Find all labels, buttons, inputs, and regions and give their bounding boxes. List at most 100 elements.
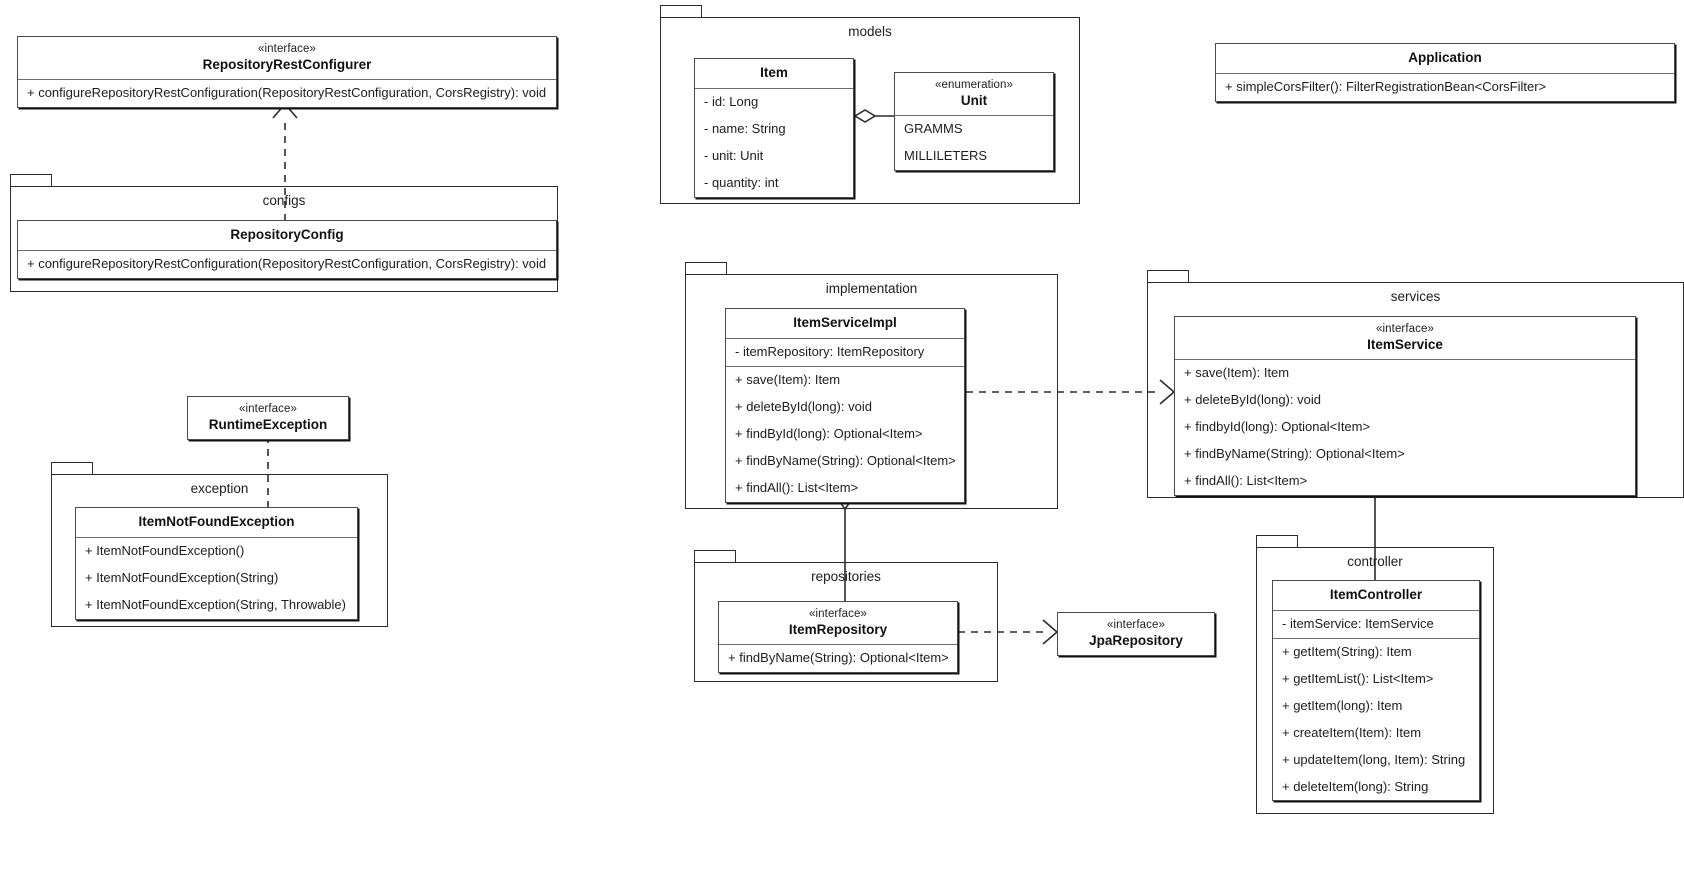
- package-tab-repositories: [694, 550, 736, 563]
- attribute-row: - name: String: [704, 120, 786, 136]
- class-name-label: ItemRepository: [788, 621, 888, 637]
- class-name-label: ItemNotFoundException: [138, 514, 295, 529]
- class-header-item: Item: [695, 59, 853, 89]
- package-label-implementation: implementation: [825, 281, 918, 296]
- stereotype-label: «interface»: [1376, 323, 1434, 335]
- class-jpa-repository[interactable]: «interface» JpaRepository: [1057, 612, 1215, 657]
- literals-compartment: GRAMMS MILLILETERS: [895, 116, 1053, 170]
- method-row: + configureRepositoryRestConfiguration(R…: [27, 255, 547, 271]
- package-implementation[interactable]: implementation: [685, 274, 1058, 509]
- class-header-jpa-repository: «interface» JpaRepository: [1058, 613, 1214, 655]
- method-row: + createItem(Item): Item: [1282, 724, 1422, 740]
- methods-compartment: + save(Item): Item + deleteById(long): v…: [1175, 360, 1635, 495]
- attribute-row: - id: Long: [704, 93, 759, 109]
- package-label-repositories: repositories: [811, 569, 881, 584]
- class-repository-config[interactable]: RepositoryConfig + configureRepositoryRe…: [17, 220, 557, 279]
- method-row: + getItem(String): Item: [1282, 643, 1412, 659]
- class-name-label: ItemService: [1367, 336, 1443, 352]
- method-row: + deleteById(long): void: [1184, 392, 1321, 408]
- method-row: + deleteItem(long): String: [1282, 778, 1429, 794]
- attribute-row: - unit: Unit: [704, 147, 764, 163]
- method-row: + findByName(String): Optional<Item>: [728, 650, 949, 666]
- package-label-configs: configs: [262, 193, 306, 208]
- method-row: + save(Item): Item: [735, 371, 841, 387]
- class-name-label: ItemServiceImpl: [793, 315, 897, 330]
- stereotype-label: «interface»: [239, 403, 297, 415]
- package-tab-models: [660, 5, 702, 18]
- class-runtime-exception[interactable]: «interface» RuntimeException: [187, 396, 349, 441]
- class-header-item-service-impl: ItemServiceImpl: [726, 309, 964, 339]
- class-item-service[interactable]: «interface» ItemService + save(Item): It…: [1174, 316, 1636, 497]
- methods-compartment: + simpleCorsFilter(): FilterRegistration…: [1216, 74, 1674, 101]
- method-row: + getItem(long): Item: [1282, 697, 1403, 713]
- methods-compartment: + save(Item): Item + deleteById(long): v…: [726, 365, 964, 502]
- class-item-not-found-exception[interactable]: ItemNotFoundException + ItemNotFoundExce…: [75, 507, 358, 620]
- class-item-controller[interactable]: ItemController - itemService: ItemServic…: [1272, 580, 1480, 802]
- class-item-service-impl[interactable]: ItemServiceImpl - itemRepository: ItemRe…: [725, 308, 965, 503]
- class-header-runtime-exception: «interface» RuntimeException: [188, 397, 348, 439]
- method-row: + simpleCorsFilter(): FilterRegistration…: [1225, 78, 1547, 94]
- method-row: + findByName(String): Optional<Item>: [1184, 446, 1405, 462]
- class-header-repository-config: RepositoryConfig: [18, 221, 556, 251]
- class-item[interactable]: Item - id: Long - name: String - unit: U…: [694, 58, 854, 198]
- class-unit-enumeration[interactable]: «enumeration» Unit GRAMMS MILLILETERS: [894, 72, 1054, 172]
- methods-compartment: + getItem(String): Item + getItemList():…: [1273, 637, 1479, 801]
- class-header-application: Application: [1216, 44, 1674, 74]
- method-row: + findAll(): List<Item>: [1184, 473, 1308, 489]
- package-tab-implementation: [685, 262, 727, 275]
- method-row: + getItemList(): List<Item>: [1282, 670, 1434, 686]
- class-repository-rest-configurer[interactable]: «interface» RepositoryRestConfigurer + c…: [17, 36, 557, 109]
- method-row: + configureRepositoryRestConfiguration(R…: [27, 85, 547, 101]
- method-row: + ItemNotFoundException(String): [85, 569, 279, 585]
- method-row: + deleteById(long): void: [735, 398, 872, 414]
- class-name-label: Item: [760, 65, 788, 80]
- class-name-label: RepositoryRestConfigurer: [202, 56, 372, 72]
- methods-compartment: + configureRepositoryRestConfiguration(R…: [18, 251, 556, 278]
- attribute-row: - quantity: int: [704, 174, 779, 190]
- method-row: + ItemNotFoundException(): [85, 542, 245, 558]
- package-controller[interactable]: controller: [1256, 547, 1494, 814]
- methods-compartment: + configureRepositoryRestConfiguration(R…: [18, 80, 556, 107]
- method-row: + updateItem(long, Item): String: [1282, 751, 1466, 767]
- package-exception[interactable]: exception: [51, 474, 388, 627]
- package-tab-controller: [1256, 535, 1298, 548]
- package-tab-configs: [10, 174, 52, 187]
- method-row: + findbyId(long): Optional<Item>: [1184, 419, 1371, 435]
- package-label-exception: exception: [190, 481, 249, 496]
- method-row: + findByName(String): Optional<Item>: [735, 452, 956, 468]
- stereotype-label: «interface»: [1107, 619, 1165, 631]
- class-name-label: RuntimeException: [208, 416, 328, 432]
- method-row: + ItemNotFoundException(String, Throwabl…: [85, 596, 346, 612]
- package-tab-exception: [51, 462, 93, 475]
- methods-compartment: + ItemNotFoundException() + ItemNotFound…: [76, 538, 357, 619]
- class-header-unit: «enumeration» Unit: [895, 73, 1053, 117]
- enum-literal-row: MILLILETERS: [904, 148, 988, 164]
- stereotype-label: «interface»: [258, 43, 316, 55]
- attribute-row: - itemRepository: ItemRepository: [735, 343, 925, 359]
- class-name-label: JpaRepository: [1089, 632, 1183, 648]
- class-name-label: ItemController: [1329, 587, 1423, 602]
- class-header-item-controller: ItemController: [1273, 581, 1479, 611]
- methods-compartment: + findByName(String): Optional<Item>: [719, 645, 957, 672]
- class-header-item-service: «interface» ItemService: [1175, 317, 1635, 361]
- class-header-repository-rest-configurer: «interface» RepositoryRestConfigurer: [18, 37, 556, 81]
- class-name-label: Application: [1408, 50, 1482, 65]
- package-label-services: services: [1390, 289, 1441, 304]
- attributes-compartment: - itemService: ItemService: [1273, 611, 1479, 638]
- class-name-label: Unit: [960, 92, 988, 108]
- package-repositories[interactable]: repositories: [694, 562, 998, 682]
- method-row: + findById(long): Optional<Item>: [735, 425, 923, 441]
- class-application[interactable]: Application + simpleCorsFilter(): Filter…: [1215, 43, 1675, 102]
- package-label-controller: controller: [1347, 554, 1403, 569]
- method-row: + findAll(): List<Item>: [735, 479, 859, 495]
- class-name-label: RepositoryConfig: [230, 227, 344, 242]
- stereotype-label: «interface»: [809, 608, 867, 620]
- attributes-compartment: - id: Long - name: String - unit: Unit -…: [695, 89, 853, 197]
- class-header-item-repository: «interface» ItemRepository: [719, 602, 957, 646]
- class-item-repository[interactable]: «interface» ItemRepository + findByName(…: [718, 601, 958, 674]
- package-models[interactable]: models: [660, 17, 1080, 204]
- package-configs[interactable]: configs: [10, 186, 558, 292]
- package-label-models: models: [848, 24, 892, 39]
- attributes-compartment: - itemRepository: ItemRepository: [726, 339, 964, 366]
